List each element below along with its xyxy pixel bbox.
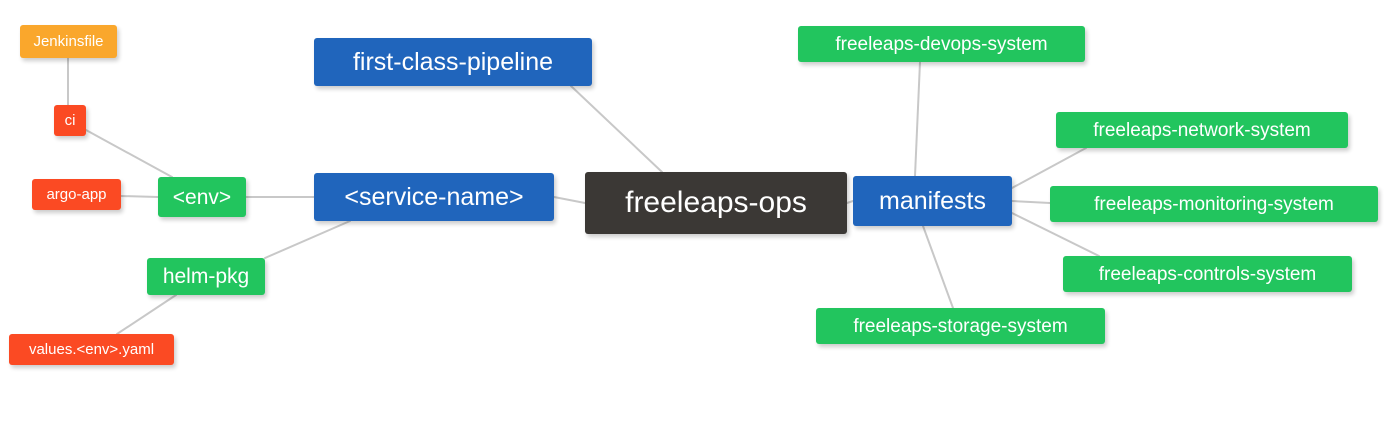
node-label-first-class-pipeline: first-class-pipeline (352, 47, 554, 76)
node-label-jenkinsfile: Jenkinsfile (33, 33, 104, 50)
edge-service-name-to-freeleaps-ops (553, 196, 586, 204)
node-label-ci: ci (64, 112, 76, 129)
edge-values-env-yaml-to-helm-pkg (116, 294, 177, 335)
mindmap-node-freeleaps-devops-system[interactable]: freeleaps-devops-system (798, 26, 1085, 62)
mindmap-node-argo-app[interactable]: argo-app (32, 179, 121, 210)
edge-argo-app-to-env (120, 195, 159, 198)
node-label-argo-app: argo-app (46, 186, 107, 203)
edge-helm-pkg-to-service-name (264, 220, 351, 259)
node-label-helm-pkg: helm-pkg (162, 265, 250, 288)
node-label-freeleaps-devops-system: freeleaps-devops-system (835, 33, 1048, 55)
node-label-freeleaps-monitoring-system: freeleaps-monitoring-system (1094, 193, 1334, 215)
mindmap-node-freeleaps-monitoring-system[interactable]: freeleaps-monitoring-system (1050, 186, 1378, 222)
edge-freeleaps-network-system-to-manifests (1011, 147, 1087, 189)
mindmap-node-manifests[interactable]: manifests (853, 176, 1012, 226)
node-label-env: <env> (172, 185, 232, 209)
mindmap-node-freeleaps-storage-system[interactable]: freeleaps-storage-system (816, 308, 1105, 344)
node-label-service-name: <service-name> (344, 182, 524, 211)
node-label-freeleaps-network-system: freeleaps-network-system (1093, 119, 1311, 141)
edge-ci-to-env (85, 129, 173, 178)
edge-freeleaps-storage-system-to-manifests (922, 225, 954, 309)
node-label-values-env-yaml: values.<env>.yaml (28, 341, 155, 358)
mindmap-node-jenkinsfile[interactable]: Jenkinsfile (20, 25, 117, 58)
mindmap-node-values-env-yaml[interactable]: values.<env>.yaml (9, 334, 174, 365)
node-label-freeleaps-controls-system: freeleaps-controls-system (1098, 263, 1317, 285)
edge-first-class-pipeline-to-freeleaps-ops (570, 85, 663, 173)
mindmap-node-freeleaps-network-system[interactable]: freeleaps-network-system (1056, 112, 1348, 148)
mindmap-node-env[interactable]: <env> (158, 177, 246, 217)
node-label-freeleaps-storage-system: freeleaps-storage-system (853, 315, 1068, 337)
mindmap-node-helm-pkg[interactable]: helm-pkg (147, 258, 265, 295)
mindmap-node-first-class-pipeline[interactable]: first-class-pipeline (314, 38, 592, 86)
node-label-freeleaps-ops: freeleaps-ops (625, 186, 807, 219)
mindmap-node-ci[interactable]: ci (54, 105, 86, 136)
edge-freeleaps-monitoring-system-to-manifests (1011, 200, 1051, 204)
mindmap-node-freeleaps-controls-system[interactable]: freeleaps-controls-system (1063, 256, 1352, 292)
edge-freeleaps-devops-system-to-manifests (914, 61, 921, 177)
node-label-manifests: manifests (879, 186, 986, 215)
mindmap-node-service-name[interactable]: <service-name> (314, 173, 554, 221)
mindmap-node-freeleaps-ops[interactable]: freeleaps-ops (585, 172, 847, 234)
